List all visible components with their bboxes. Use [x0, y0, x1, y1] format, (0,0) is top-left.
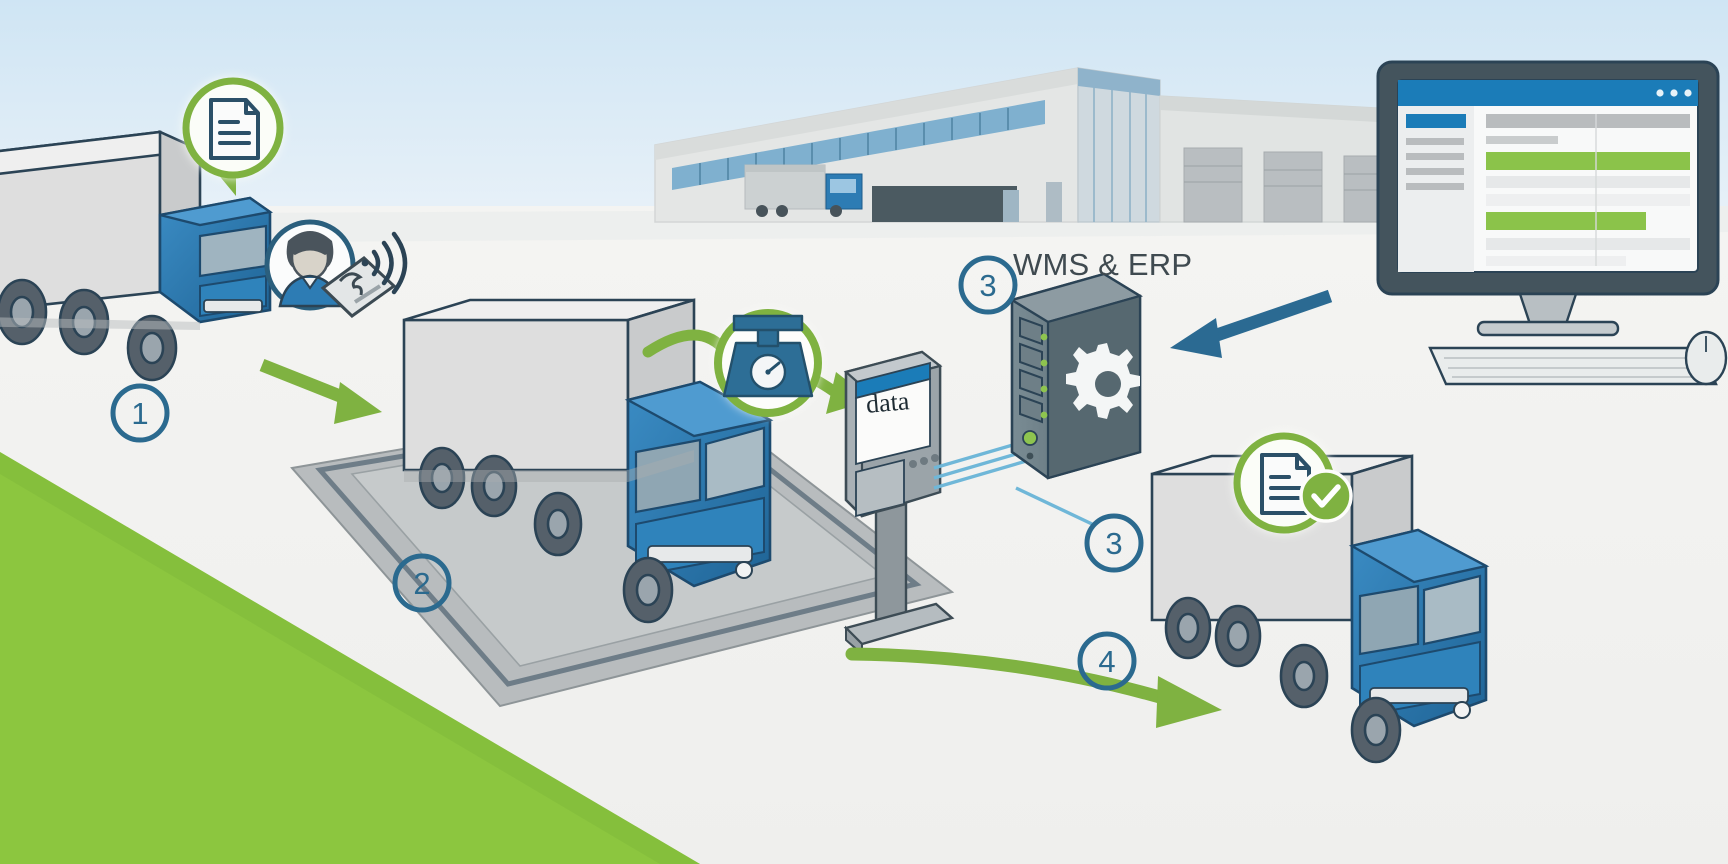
grass-field [0, 452, 700, 864]
check-badge-icon [1299, 469, 1353, 523]
wireless-signal-icon [361, 231, 408, 295]
arrow-to-exit-truck [845, 647, 1222, 728]
step-marker-3b: 3 [1084, 513, 1144, 573]
computer-mouse [1684, 330, 1728, 386]
person-icon [278, 231, 342, 308]
step-marker-2: 2 [392, 553, 452, 613]
truck-arriving [0, 129, 274, 382]
step-marker-2-number: 2 [413, 566, 430, 601]
wms-erp-label: WMS & ERP [1013, 247, 1193, 282]
truck-departing [1150, 454, 1490, 764]
step-marker-4-number: 4 [1098, 644, 1115, 679]
desktop-monitor [1376, 60, 1720, 337]
kiosk-screen-text: data [864, 386, 911, 419]
step-marker-1-number: 1 [131, 396, 148, 431]
arrow-truck1-to-weighbridge [259, 358, 382, 424]
step-marker-3a: 3 [958, 255, 1018, 315]
badge-document-top [182, 77, 284, 196]
step-marker-3b-number: 3 [1105, 526, 1122, 561]
warehouse-dock-truck [744, 164, 863, 217]
server-tower [1009, 272, 1143, 480]
step-marker-4: 4 [1077, 631, 1137, 691]
warehouse-building [654, 67, 1561, 223]
badge-document-check [1233, 432, 1353, 534]
badge-scale [714, 309, 822, 417]
self-service-kiosk [843, 350, 955, 657]
arrow-monitor-to-server [1170, 289, 1333, 358]
badge-person-rfid [264, 219, 408, 318]
step-marker-3a-number: 3 [979, 268, 996, 303]
truck-on-weighbridge [402, 298, 774, 624]
document-icon [209, 98, 260, 160]
keyboard [1428, 346, 1718, 386]
step-marker-1: 1 [110, 383, 170, 443]
